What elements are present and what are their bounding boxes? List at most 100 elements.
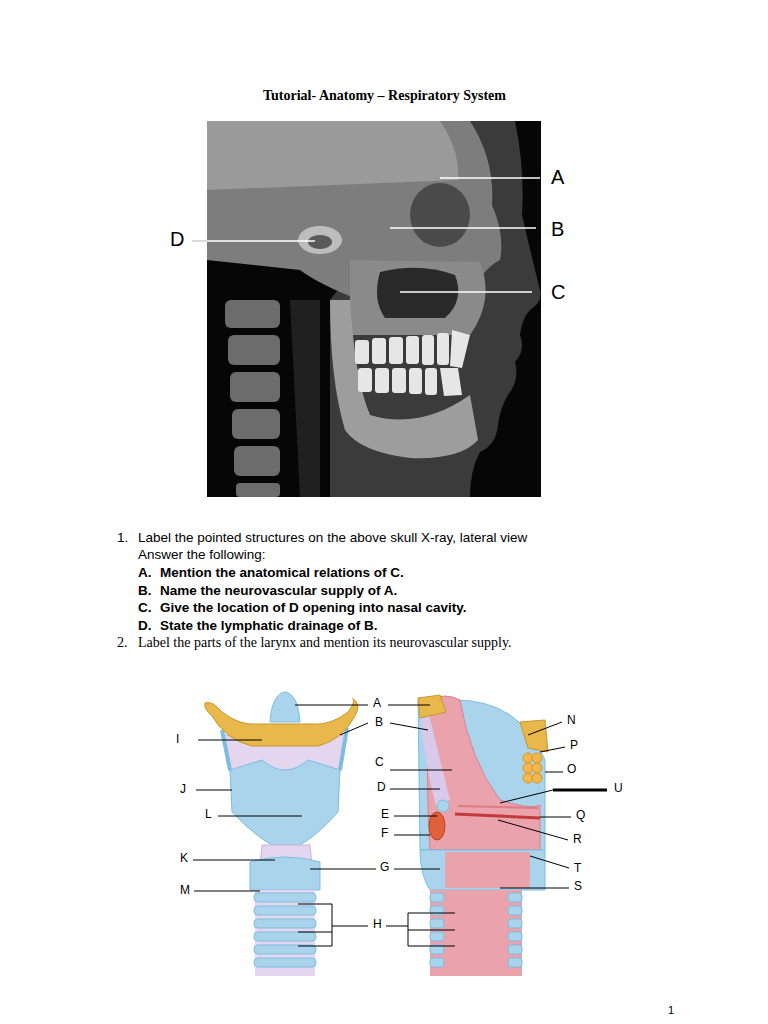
- larynx-sagittal-part-part: [508, 932, 522, 941]
- skull-xray-part-part: [437, 333, 449, 365]
- larynx-sagittal-part: [458, 806, 538, 808]
- larynx-anterior: [205, 692, 358, 976]
- skull-xray-part-part: [406, 336, 419, 364]
- callout-letter: J: [180, 783, 186, 797]
- larynx-sagittal-part-part: [508, 906, 522, 915]
- larynx-sagittal-part: [455, 814, 540, 818]
- skull-xray-part-part: [422, 335, 434, 365]
- callout-letter: R: [573, 833, 582, 847]
- larynx-leader-lines-part: [193, 860, 275, 861]
- larynx-leader-lines-part: [310, 869, 376, 870]
- list-marker: D.: [138, 618, 152, 634]
- larynx-leader-lines-part: [408, 946, 455, 947]
- callout-letter: T: [574, 862, 581, 876]
- skull-xray-part-part: [232, 409, 280, 439]
- page-number: 1: [668, 1004, 674, 1017]
- larynx-sagittal-part: [523, 753, 542, 783]
- larynx-leader-lines-part: [500, 790, 553, 803]
- larynx-leader-lines-part: [218, 816, 302, 817]
- larynx-anterior-part: [250, 857, 320, 890]
- callout-letter: U: [614, 782, 623, 796]
- larynx-anterior-part: [270, 692, 300, 722]
- callout-letter: A: [551, 166, 564, 189]
- larynx-sagittal-part-part: [508, 919, 522, 928]
- larynx-sagittal-part: [420, 710, 450, 806]
- larynx-sagittal-part-part: [508, 893, 522, 902]
- skull-xray-part-part: [375, 368, 389, 393]
- skull-xray-part: [225, 300, 280, 497]
- callout-letter: I: [176, 733, 179, 747]
- skull-xray-part: [410, 183, 470, 247]
- larynx-leader-lines-part: [394, 869, 440, 870]
- larynx-sagittal-part-part: [430, 893, 444, 902]
- question-text: Answer the following:: [138, 547, 266, 563]
- larynx-leader-lines-part: [408, 930, 455, 931]
- larynx-leader-lines-part: [194, 891, 260, 892]
- larynx-leader-lines-part: [498, 820, 568, 840]
- larynx-leader-lines-part: [388, 705, 430, 706]
- larynx-anterior-part: [230, 760, 340, 852]
- larynx-anterior-part-part: [254, 958, 316, 967]
- callout-letter: D: [377, 781, 386, 795]
- skull-xray-part: [298, 226, 342, 254]
- larynx-leader-lines-part: [298, 932, 332, 933]
- skull-xray-part-part: [358, 368, 372, 392]
- larynx-leader-lines-part: [298, 946, 332, 947]
- skull-xray-part: [355, 330, 470, 396]
- xray-leader-lines: [192, 178, 540, 292]
- skull-xray-part-part: [372, 338, 386, 364]
- larynx-leader-lines-part: [394, 835, 430, 836]
- larynx-anterior-part: [222, 730, 230, 770]
- question-text: Label the pointed structures on the abov…: [138, 530, 527, 546]
- larynx-sagittal-part-part: [430, 906, 444, 915]
- callout-letter: O: [567, 763, 576, 777]
- skull-xray: [207, 121, 541, 497]
- skull-xray-part-part: [230, 372, 280, 402]
- larynx-leader-lines-part: [540, 817, 571, 818]
- larynx-leader-lines-part: [408, 913, 409, 946]
- skull-xray-part: [308, 235, 332, 249]
- question-text: State the lymphatic drainage of B.: [160, 618, 378, 634]
- list-marker: 2.: [117, 635, 128, 651]
- callout-letter: E: [381, 808, 389, 822]
- larynx-leader-lines-part: [540, 747, 565, 752]
- larynx-sagittal-part-part: [430, 919, 444, 928]
- skull-xray-part-part: [392, 368, 406, 393]
- skull-xray-part-part: [236, 483, 280, 497]
- larynx-anterior-part-part: [254, 893, 316, 902]
- larynx-leader-lines: [193, 705, 607, 946]
- larynx-leader-lines-part: [390, 770, 452, 771]
- callout-letter: D: [170, 228, 184, 251]
- skull-xray-part-part: [234, 446, 280, 476]
- larynx-sagittal-part: [430, 890, 522, 976]
- callout-letter: G: [380, 861, 389, 875]
- larynx-sagittal-part-part: [532, 763, 542, 773]
- xray-leader-lines-part: [400, 291, 532, 293]
- skull-xray-part-part: [450, 330, 470, 368]
- larynx-sagittal-part: [418, 695, 446, 718]
- skull-xray-part-part: [225, 300, 280, 328]
- larynx-sagittal-part-part: [532, 773, 542, 783]
- skull-xray-part-part: [355, 340, 369, 364]
- callout-letter: A: [373, 697, 381, 711]
- xray-leader-lines-part: [207, 240, 315, 242]
- larynx-sagittal-part-part: [508, 945, 522, 954]
- question-text: Name the neurovascular supply of A.: [160, 583, 397, 599]
- callout-letter: K: [180, 852, 188, 866]
- xray-leader-lines-part: [440, 177, 540, 179]
- larynx-anterior-part: [255, 890, 315, 976]
- larynx-leader-lines-part: [386, 926, 408, 927]
- list-marker: 1.: [117, 530, 128, 546]
- xray-leader-lines-part: [192, 240, 207, 242]
- larynx-leader-lines-part: [553, 789, 607, 792]
- larynx-anterior-part-part: [254, 906, 316, 915]
- larynx-leader-lines-part: [295, 705, 368, 706]
- larynx-sagittal: [418, 695, 548, 976]
- skull-xray-part: [207, 121, 458, 190]
- skull-xray-part-part: [425, 368, 437, 395]
- callout-letter: P: [570, 739, 578, 753]
- larynx-leader-lines-part: [390, 789, 440, 790]
- skull-xray-part: [330, 300, 478, 458]
- skull-xray-part: [207, 121, 541, 497]
- larynx-leader-lines-part: [390, 723, 428, 730]
